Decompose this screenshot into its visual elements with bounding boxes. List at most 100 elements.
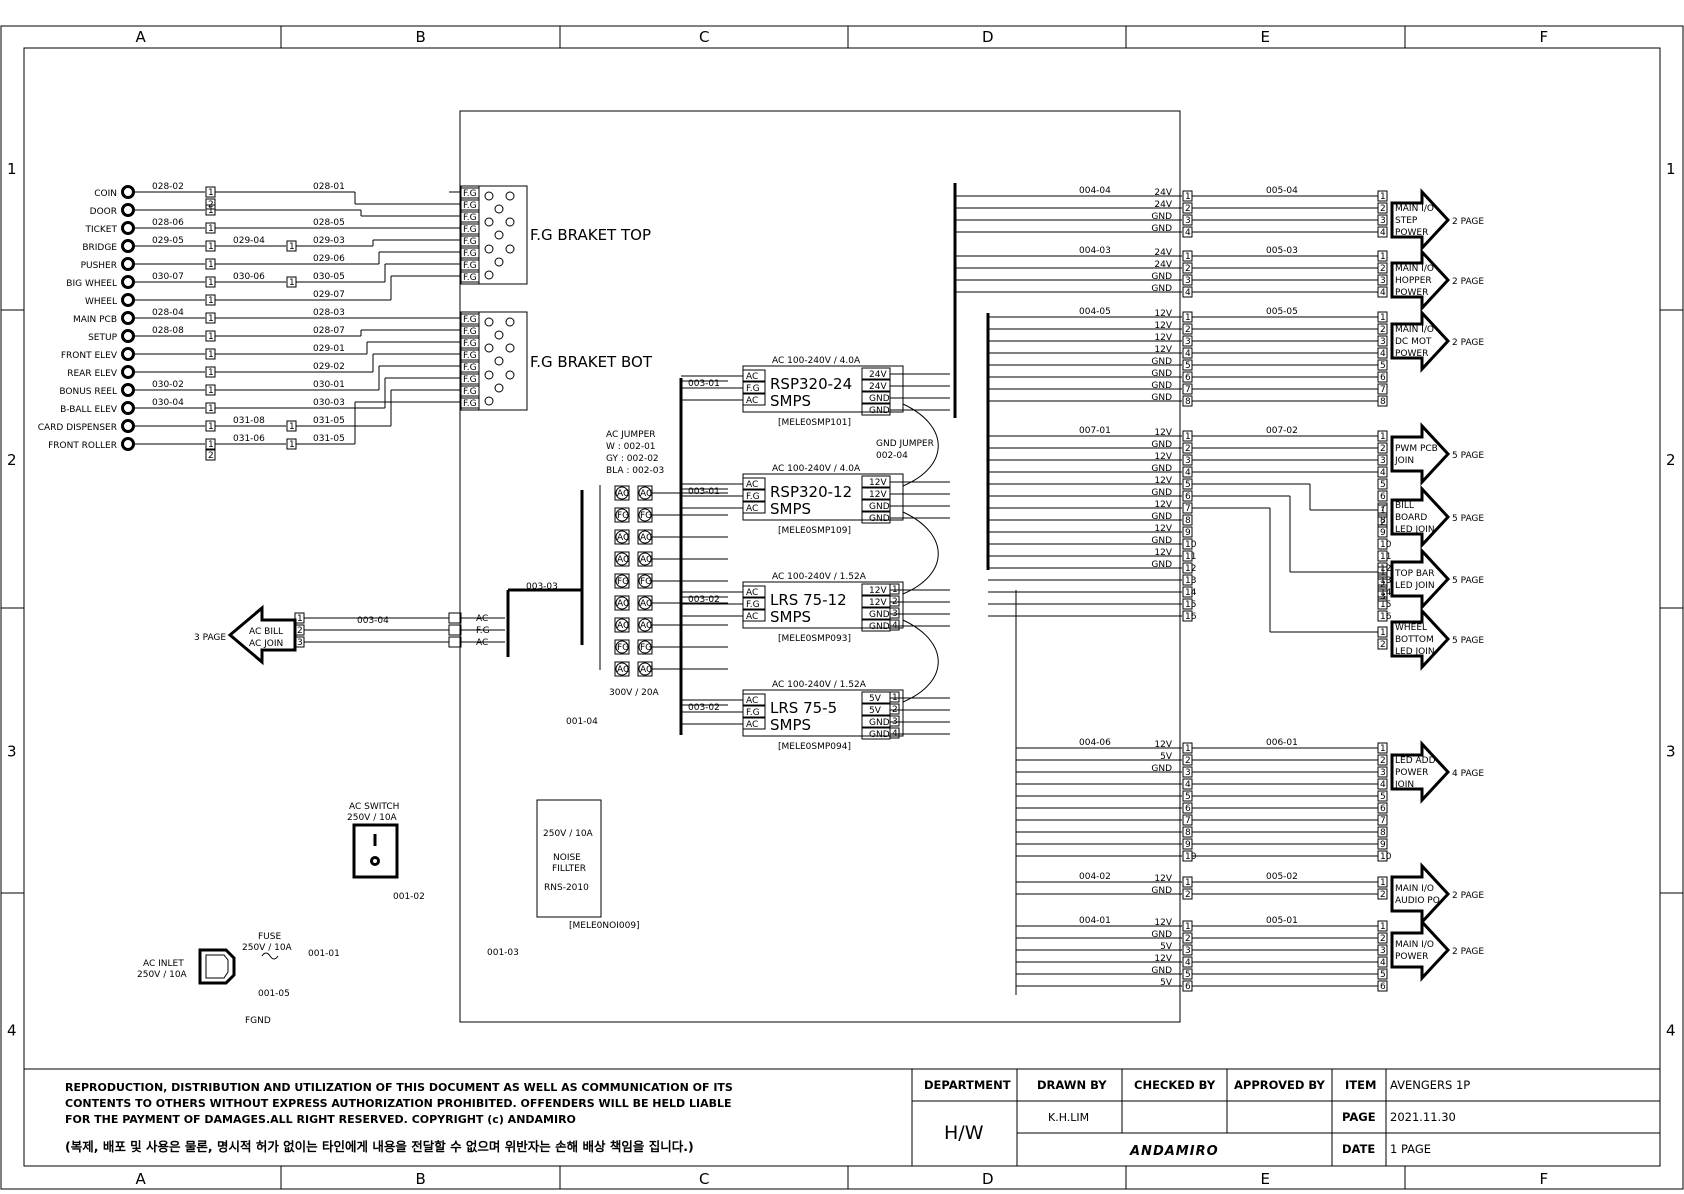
input-label: WHEEL xyxy=(85,297,117,307)
jumper-terminal-label: AC xyxy=(617,489,629,499)
right-out-pin-num: 8 xyxy=(1380,828,1386,838)
bracket-pin-label: F.G xyxy=(463,375,477,385)
right-pin-label: GND xyxy=(1151,272,1172,282)
notice-line-1: REPRODUCTION, DISTRIBUTION AND UTILIZATI… xyxy=(65,1081,733,1094)
input-pin-num: 1 xyxy=(208,422,214,432)
smps-in-pin-label: F.G xyxy=(746,600,760,610)
bracket-hole xyxy=(494,356,504,366)
noise-filter-name1: NOISE xyxy=(553,853,581,863)
ac-bill-wire: 003-04 xyxy=(357,616,389,626)
smps-rating: AC 100-240V / 1.52A xyxy=(772,572,867,582)
bracket-pin-label: F.G xyxy=(463,327,477,337)
right-out-pin-num: 1 xyxy=(1380,252,1386,262)
wire-number: 028-02 xyxy=(152,182,184,192)
grid-row-right: 3 xyxy=(1666,743,1676,761)
right-out-pin xyxy=(1377,202,1388,214)
right-out-pin-num: 12 xyxy=(1380,564,1391,574)
jumper-terminal xyxy=(614,595,630,611)
right-out-pin-num: 3 xyxy=(1380,276,1386,286)
right-pin-num: 4 xyxy=(1185,349,1191,359)
right-arrow-page: 2 PAGE xyxy=(1452,947,1484,957)
smps-out-label: GND xyxy=(869,622,890,632)
right-pin-label: 24V xyxy=(1154,200,1172,210)
wire-number: 029-02 xyxy=(313,362,345,372)
right-pin-num: 3 xyxy=(1185,946,1191,956)
right-arrow-label: MAIN I/O xyxy=(1395,884,1434,894)
right-pin-num: 2 xyxy=(1185,756,1191,766)
right-wire-out: 005-03 xyxy=(1266,246,1298,256)
grid-row-right: 2 xyxy=(1666,451,1676,469)
noise-filter: 250V / 10A NOISE FILLTER RNS-2010 [MELE0… xyxy=(487,717,640,958)
jumper-terminal xyxy=(614,551,630,567)
smps-out-pin-num xyxy=(889,595,900,607)
bracket-hole xyxy=(484,370,494,380)
right-out-pin-num: 5 xyxy=(1380,361,1386,371)
grid-row-left: 4 xyxy=(7,1022,17,1040)
right-pin-num: 11 xyxy=(1185,552,1196,562)
grid-col-top: F xyxy=(1540,28,1549,46)
jumper-terminal xyxy=(614,639,630,655)
bracket-pin-label: F.G xyxy=(463,387,477,397)
right-pin-num: 1 xyxy=(1185,432,1191,442)
fuse-wire: 001-01 xyxy=(308,949,340,959)
input-pin-num: 1 xyxy=(208,188,214,198)
bracket-pin-label: F.G xyxy=(463,315,477,325)
smps-in-pin-label: AC xyxy=(746,612,758,622)
input-label: TICKET xyxy=(84,225,117,235)
smps-out-label: GND xyxy=(869,394,890,404)
right-out-pin xyxy=(1377,598,1388,610)
smps-out-pin-num xyxy=(889,607,900,619)
noise-filter-part: [MELE0NOI009] xyxy=(569,921,640,931)
smps-out-pin-num-num: 4 xyxy=(892,729,898,739)
wire-number: 029-06 xyxy=(313,254,345,264)
right-pin-num: 9 xyxy=(1185,528,1191,538)
right-out-pin xyxy=(1377,766,1388,778)
right-pin-label: GND xyxy=(1151,381,1172,391)
input-connector-icon xyxy=(121,239,135,253)
right-pin-label: GND xyxy=(1151,536,1172,546)
right-out-pin-num: 4 xyxy=(1380,780,1386,790)
jumper-terminal-icon xyxy=(638,596,652,610)
smps-sub: SMPS xyxy=(770,716,811,734)
right-out-pin-num: 4 xyxy=(1380,958,1386,968)
right-wire-out: 005-05 xyxy=(1266,307,1298,317)
extra-arrow-icon xyxy=(1390,547,1451,611)
jumper-terminal-icon xyxy=(638,530,652,544)
jumper-terminal-label: FG xyxy=(617,511,629,521)
right-pin-num: 5 xyxy=(1185,361,1191,371)
right-arrow-label: MAIN I/O xyxy=(1395,325,1434,335)
right-pin-label: GND xyxy=(1151,560,1172,570)
smps-in-pin-label: AC xyxy=(746,720,758,730)
input-connector-icon xyxy=(121,203,135,217)
gnd-jumper-loop xyxy=(902,619,939,703)
right-out-pin-num: 9 xyxy=(1380,528,1386,538)
input-connector-icon xyxy=(121,329,135,343)
bracket-pin-label: F.G xyxy=(463,213,477,223)
jumper-terminal-icon xyxy=(638,486,652,500)
ac-jumper-line-3: BLA : 002-03 xyxy=(606,466,664,476)
smps-units: AC 100-240V / 4.0ARSP320-24SMPS[MELE0SMP… xyxy=(681,356,950,752)
noise-filter-box xyxy=(536,799,602,918)
right-pin-num: 2 xyxy=(1185,934,1191,944)
smps-out-pin-num xyxy=(889,619,900,631)
right-out-pin-num: 3 xyxy=(1380,337,1386,347)
right-pin-num: 3 xyxy=(1185,768,1191,778)
right-out-pin xyxy=(1377,838,1388,850)
bracket-hole xyxy=(505,244,515,254)
right-wire-in: 004-01 xyxy=(1079,916,1111,926)
ac-switch-wire: 001-02 xyxy=(393,892,425,902)
wire-number: 028-01 xyxy=(313,182,345,192)
noise-filter-rating: 250V / 10A xyxy=(543,829,594,839)
bracket-pin xyxy=(460,325,480,337)
right-pin-num: 2 xyxy=(1185,444,1191,454)
right-out-pin xyxy=(1377,956,1388,968)
right-pin-num: 3 xyxy=(1185,337,1191,347)
smps-part: [MELE0SMP094] xyxy=(778,742,851,752)
extra-arrow-icon xyxy=(1390,607,1451,671)
jumper-terminal-label: AC xyxy=(640,533,652,543)
right-pin-num: 4 xyxy=(1185,468,1191,478)
right-arrow-label: PWM PCB xyxy=(1395,444,1438,454)
input-pin-2 xyxy=(205,198,216,210)
noise-filter-model: RNS-2010 xyxy=(544,883,589,893)
right-out-pin xyxy=(1377,430,1388,442)
